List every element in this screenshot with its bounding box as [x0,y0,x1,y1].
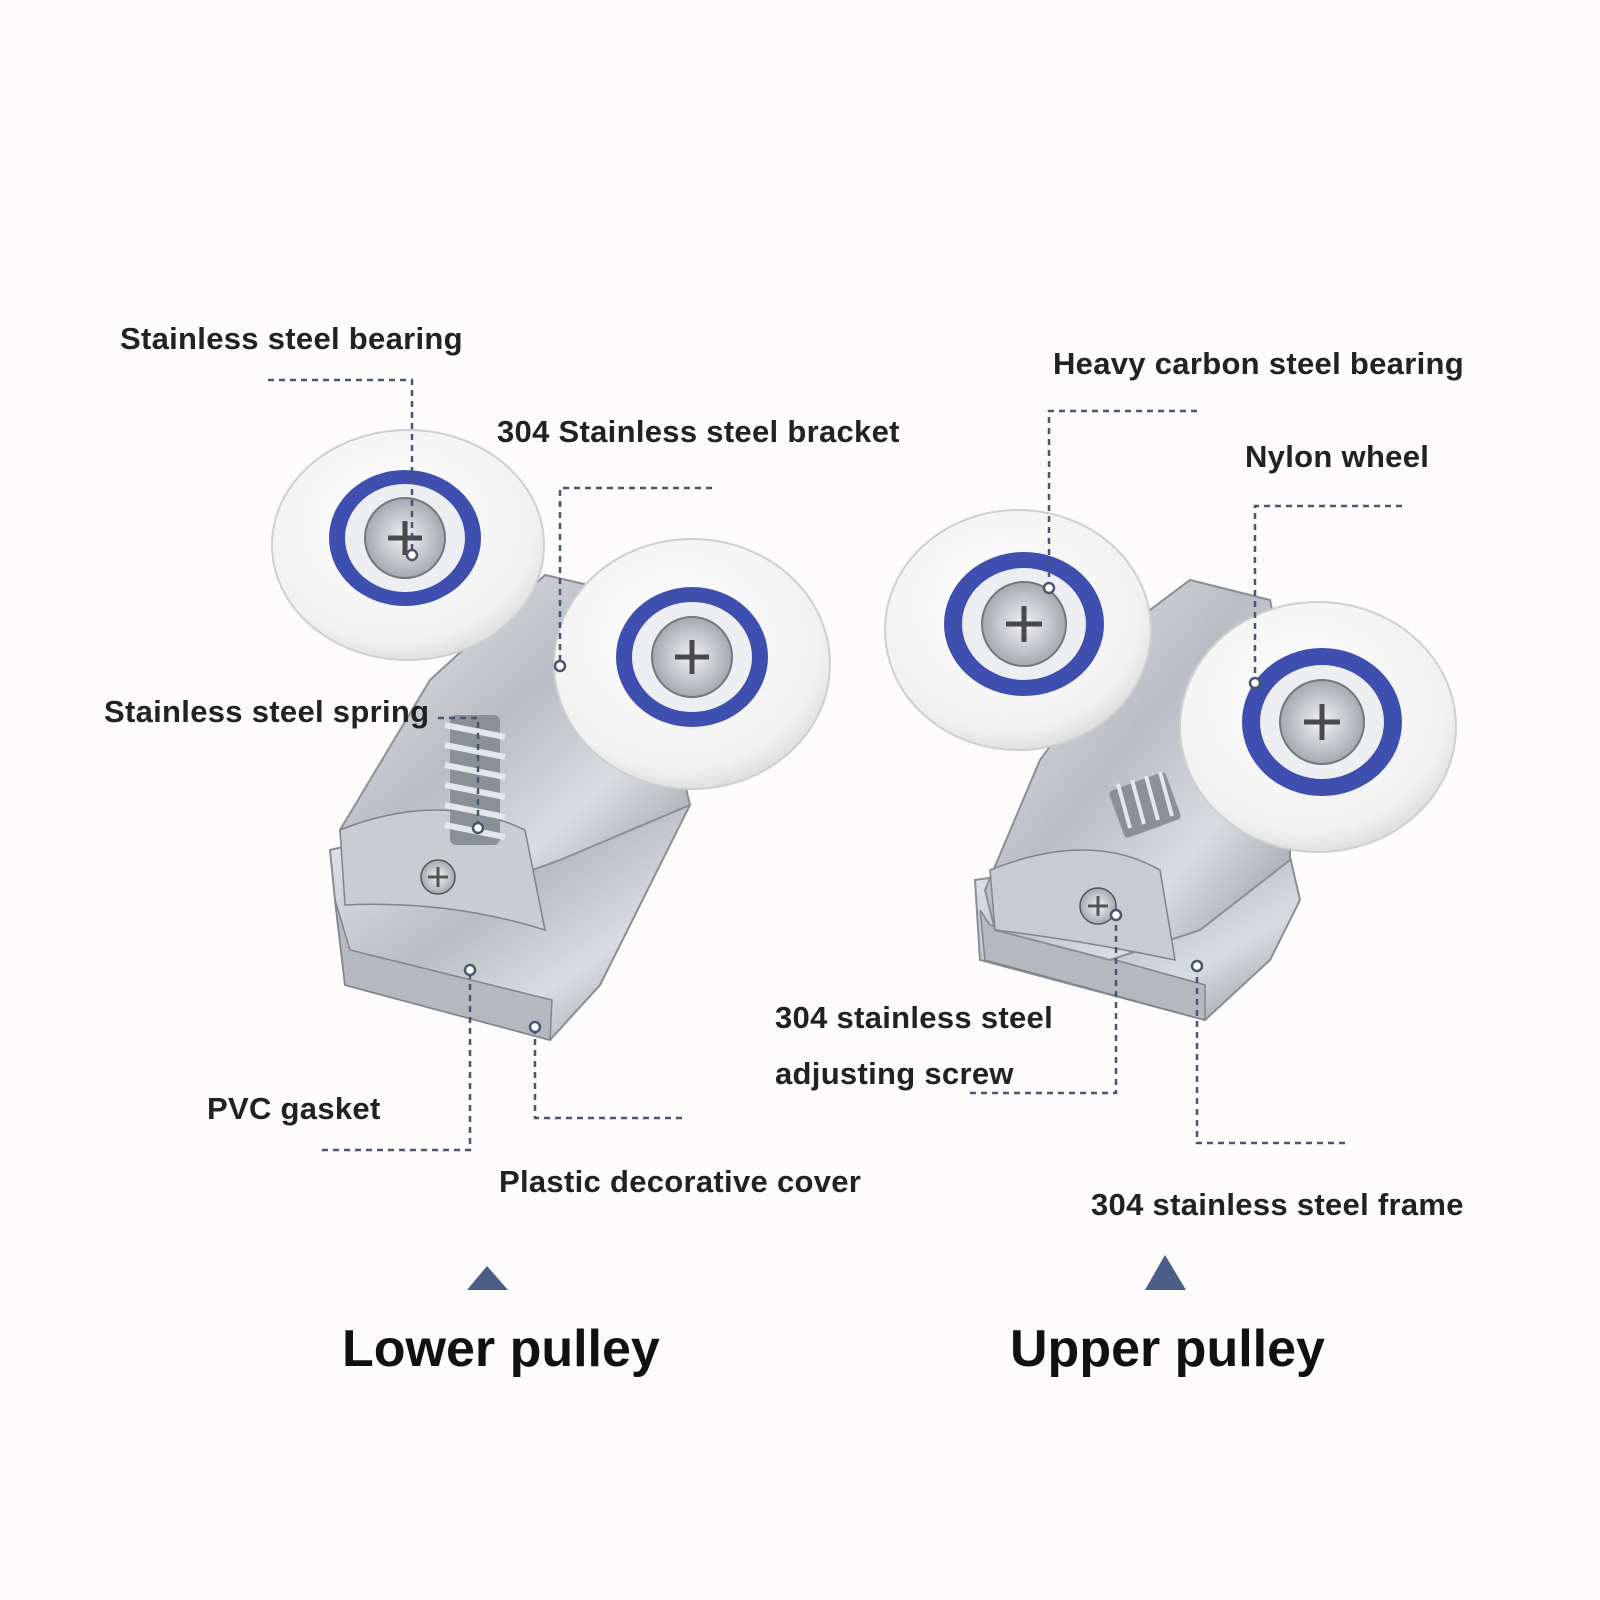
callout-adjusting-screw-line2: adjusting screw [775,1056,1014,1091]
lower-pulley-illustration [271,429,831,1042]
callout-bracket: 304 Stainless steel bracket [497,414,900,449]
leader-spring [438,716,480,825]
lower-left-wheel [271,429,545,661]
caption-upper-pulley: Upper pulley [1010,1320,1325,1378]
leader-adjusting-screw [970,915,1118,1095]
callout-stainless-bearing: Stainless steel bearing [120,321,463,356]
callout-pvc-gasket: PVC gasket [207,1091,381,1126]
callout-spring: Stainless steel spring [104,694,430,729]
upper-left-wheel [884,509,1152,751]
upper-up-triangle-icon [1145,1255,1186,1290]
leader-heavy-bearing [1047,409,1197,585]
leader-frame [1195,966,1345,1145]
leader-pvc-gasket [322,970,472,1152]
leader-nylon-wheel [1253,504,1402,682]
callout-plastic-cover: Plastic decorative cover [499,1164,862,1199]
callout-heavy-bearing: Heavy carbon steel bearing [1053,346,1464,381]
leader-lines [268,378,1402,1152]
callout-frame: 304 stainless steel frame [1091,1187,1464,1222]
callout-adjusting-screw-line1: 304 stainless steel [775,1000,1053,1035]
callout-nylon-wheel: Nylon wheel [1245,439,1430,474]
upper-pulley-illustration [884,509,1457,1022]
spring-icon [444,715,506,845]
leader-plastic-cover [533,1030,682,1120]
adjusting-screw-icon [1109,771,1181,838]
leader-bracket [558,486,712,665]
leader-dots [405,548,1262,1034]
lower-right-wheel [553,538,831,790]
callout-adjusting-screw: 304 stainless steel adjusting screw [775,990,1053,1102]
caption-lower-pulley: Lower pulley [342,1320,660,1378]
lower-up-triangle-icon [467,1266,508,1290]
upper-right-wheel [1179,601,1457,853]
leader-stainless-bearing [268,378,414,550]
